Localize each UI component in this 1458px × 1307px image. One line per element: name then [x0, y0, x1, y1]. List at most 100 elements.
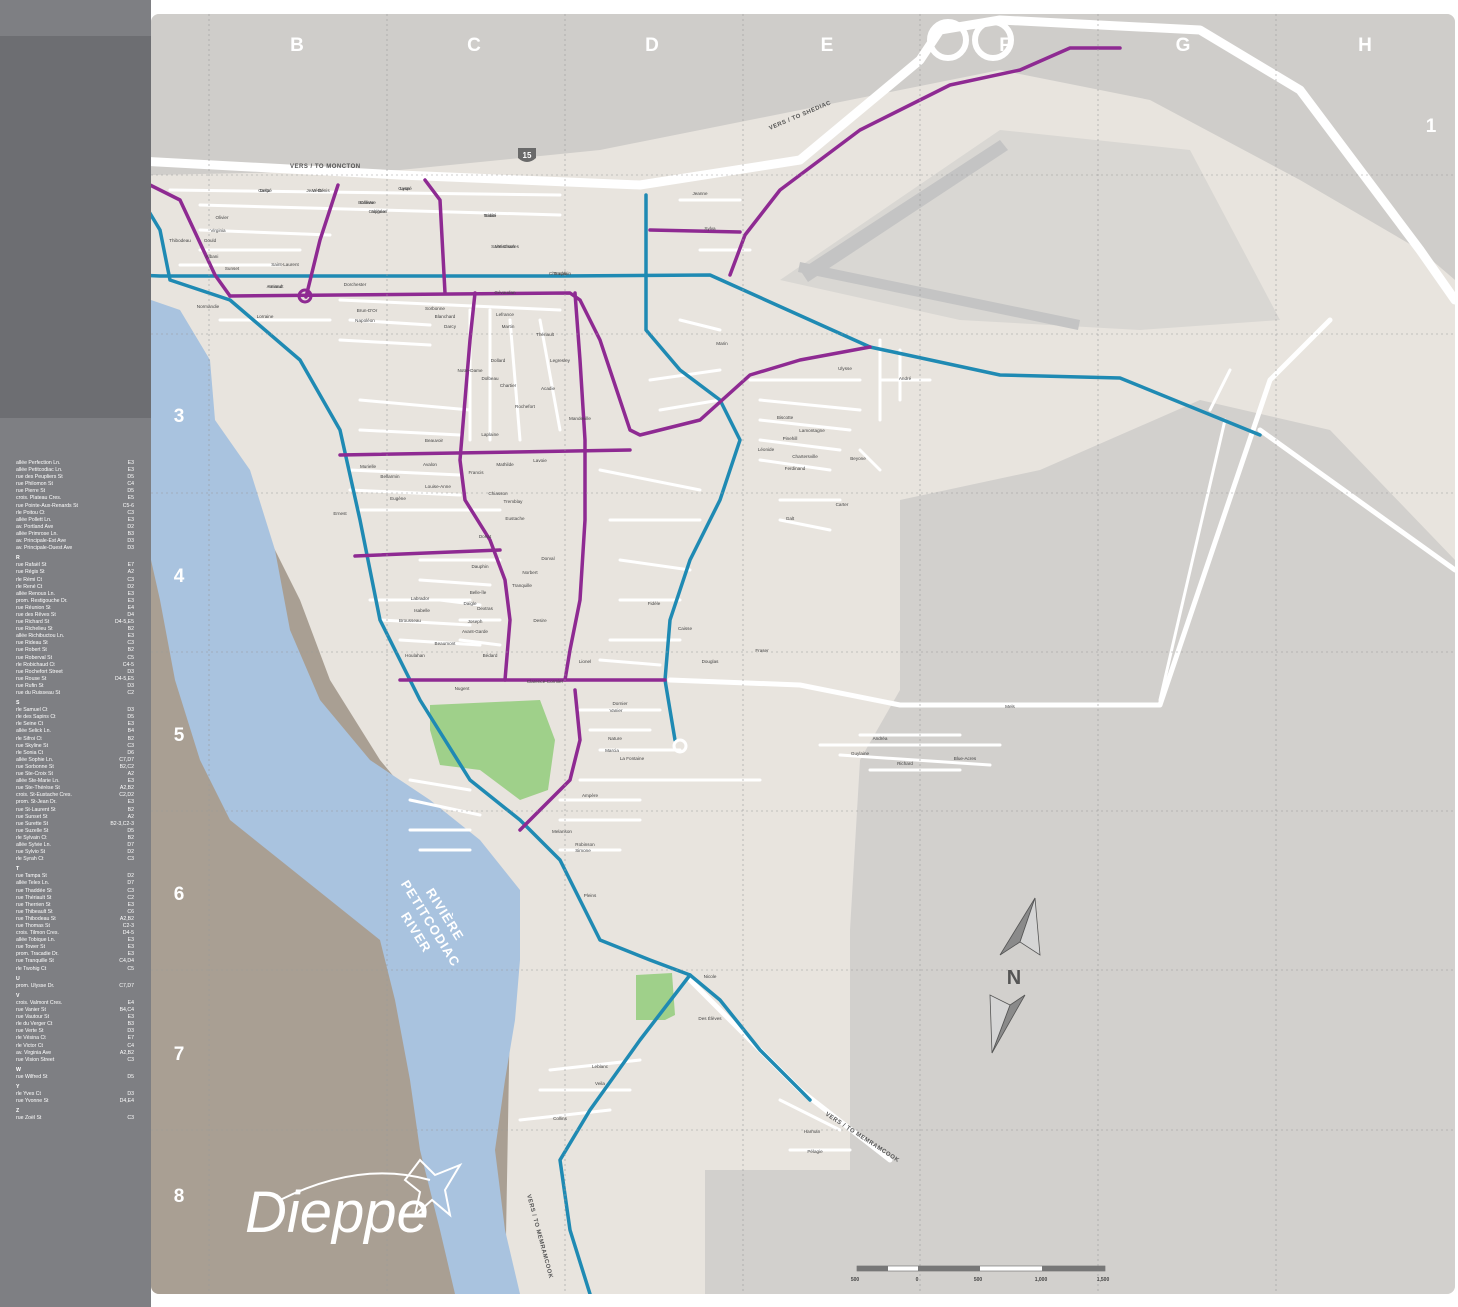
arterial-paul[interactable] — [644, 193, 742, 742]
index-entry-grid: B2 — [127, 806, 134, 813]
index-entry-grid: C3 — [127, 887, 134, 894]
index-entry-name: crois. Tilmon Cres. — [16, 930, 59, 937]
grid-row-label: 5 — [174, 725, 185, 746]
street-name-label: Dolbeau — [481, 376, 499, 381]
index-entry-name: rue Suzelle St — [16, 827, 49, 834]
collector-east-link[interactable] — [648, 228, 742, 234]
street-name-label: Desire — [533, 618, 547, 623]
street-name-label: Donat — [479, 534, 492, 539]
index-entry: crois. Valmont Cres.E4 — [16, 1000, 134, 1007]
index-entry-name: rue Surette St — [16, 820, 49, 827]
collector-vertical-1[interactable] — [458, 291, 512, 682]
index-entry-grid: D5 — [127, 827, 134, 834]
street-name-label: Sorbonne — [425, 306, 445, 311]
index-entry: prom. Ulysse Dr.C7,D7 — [16, 983, 134, 990]
index-entry-name: allée Pollett Ln. — [16, 516, 52, 523]
street-name-label: Amand — [268, 284, 283, 289]
street-name-label: Guylaine — [851, 751, 870, 756]
index-entry: crois. Tilmon Cres.D4-5 — [16, 930, 134, 937]
street-name-label: Francis — [468, 470, 484, 475]
index-entry-name: rue Wilfred St — [16, 1073, 48, 1080]
street-name-label: Amirault — [267, 284, 285, 289]
index-entry-grid: E7 — [127, 562, 134, 569]
index-entry: allée Richibuctou Ln.E3 — [16, 633, 134, 640]
street-name-label: Saint-Laurent — [271, 262, 299, 267]
arterial-west-spur[interactable] — [151, 178, 812, 1102]
index-entry-grid: E4 — [127, 604, 134, 611]
street-name-label: Douglas — [702, 659, 720, 664]
road-east-diagonal — [1257, 427, 1455, 573]
index-entry: allée Tobique Ln.E3 — [16, 937, 134, 944]
street-name-label: Galt — [786, 516, 795, 521]
arterial-south[interactable] — [558, 973, 692, 1294]
street-name-label: Dorval — [541, 556, 554, 561]
street-name-label: Lamontagne — [799, 428, 825, 433]
index-entry: allée Renous Ln.E3 — [16, 591, 134, 598]
street-name-label: Babin — [484, 213, 496, 218]
grid-column-label: H — [1358, 35, 1372, 56]
street-name-label: Mathilde — [496, 462, 514, 467]
index-entry-name: rue Rideau St — [16, 640, 48, 647]
index-entry: allée Petitcodiac Ln.E3 — [16, 467, 134, 474]
arterial-champlain[interactable] — [151, 270, 1262, 437]
street-name-label: Avant-Garde — [462, 629, 488, 634]
street-name-label: Léonide — [758, 447, 775, 452]
index-entry-name: rle Victor Ct — [16, 1042, 44, 1049]
collector-south-2[interactable] — [518, 688, 582, 832]
index-entry-grid: B4 — [127, 728, 134, 735]
index-entry-name: rue Rufin St — [16, 682, 44, 689]
index-entry: allée Primrose Ln.B3 — [16, 531, 134, 538]
street-name-label: Napoléon — [355, 318, 375, 323]
collector-north-3[interactable] — [151, 178, 232, 298]
street-name-label: Houlahan — [405, 653, 425, 658]
street-name-label: Belle-Île — [470, 589, 487, 595]
index-entry-name: allée Telex Ln. — [16, 880, 50, 887]
street-name-label: La Fontaine — [620, 756, 645, 761]
index-entry-grid: E3 — [127, 721, 134, 728]
index-entry: crois. St-Eustache Cres.C2,D2 — [16, 792, 134, 799]
collector-vertical-2[interactable] — [563, 291, 587, 682]
street-name-label: Delta — [260, 188, 271, 193]
street-name-label: Robinson — [575, 842, 595, 847]
index-entry-grid: E3 — [127, 799, 134, 806]
street-name-label: Beauvoir — [425, 438, 444, 443]
index-entry-name: rue Vanier St — [16, 1007, 46, 1014]
street-name-label: Lefrance — [496, 312, 514, 317]
index-entry: allée Sylvie Ln.D7 — [16, 842, 134, 849]
index-entry-name: crois. Valmont Cres. — [16, 999, 63, 1006]
collector-cross-2[interactable] — [353, 548, 502, 558]
street-name-label: Bédard — [483, 653, 498, 658]
street-name-label: Lorraine — [257, 314, 274, 319]
index-entry-name: rue Régis St — [16, 569, 45, 576]
street-name-label: Eugène — [390, 496, 406, 501]
grid-row-label: 4 — [174, 566, 185, 587]
collector-north-east[interactable] — [728, 46, 1122, 277]
collector-cross[interactable] — [338, 448, 632, 457]
street-name-label: Thériault — [536, 332, 555, 337]
index-entry-grid: A2 — [127, 813, 134, 820]
local-streets — [168, 188, 1002, 1152]
collector-north-1[interactable] — [423, 178, 447, 295]
street-name-label: Pélagie — [807, 1149, 823, 1154]
street-name-label: Gould — [204, 238, 217, 243]
highway-15-shield: 15 — [518, 148, 536, 162]
index-entry: prom. Tracadie Dr.E3 — [16, 951, 134, 958]
scale-label: 1,000 — [1035, 1277, 1048, 1283]
collector-north-2[interactable] — [304, 183, 340, 299]
index-entry-grid: C5-6 — [122, 502, 134, 509]
street-name-label: Melanson — [552, 829, 572, 834]
index-letter-heading: U — [16, 975, 20, 982]
